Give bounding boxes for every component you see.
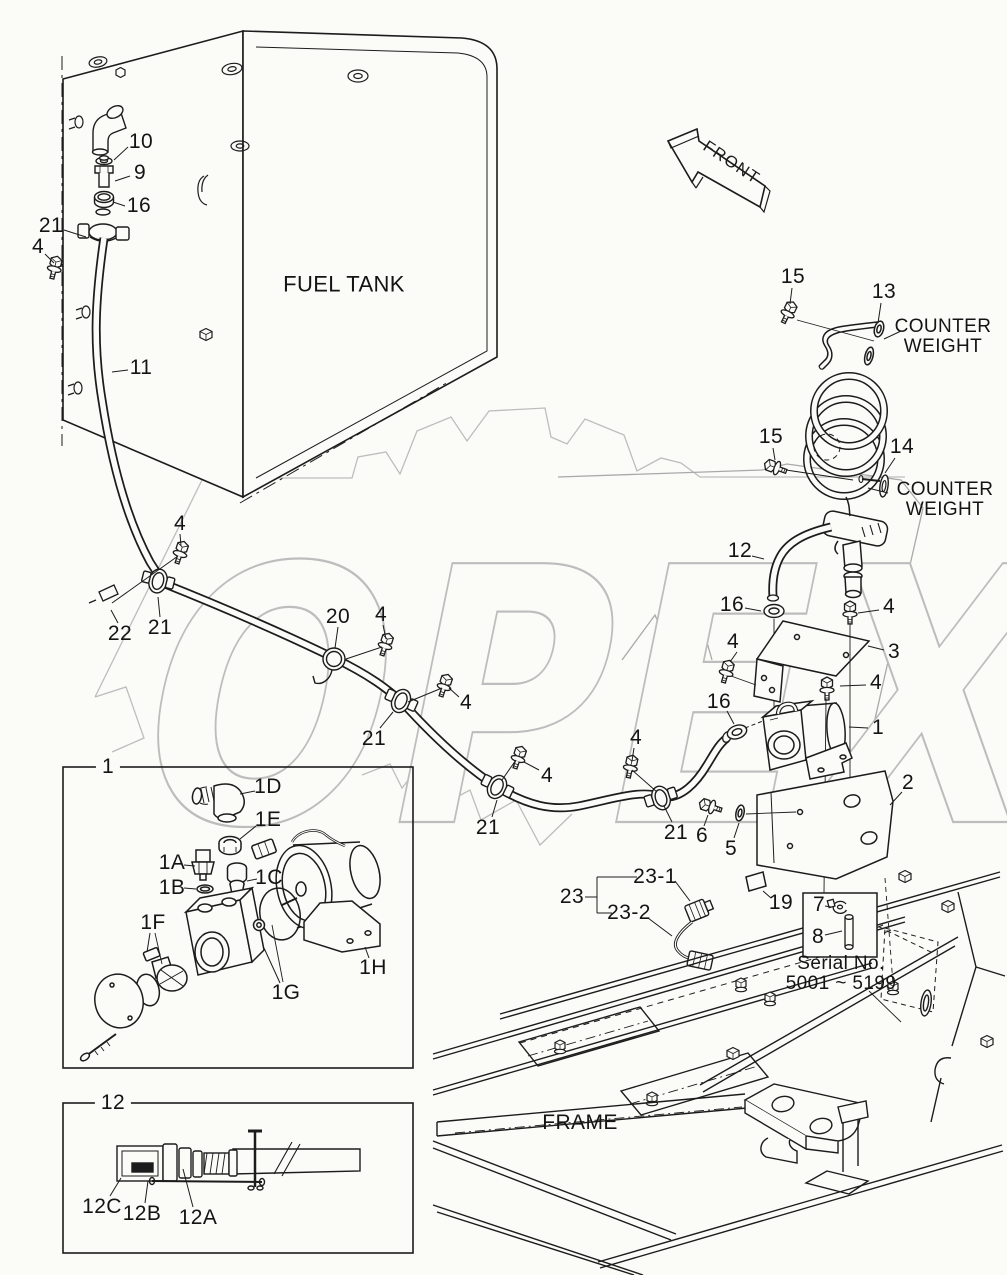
grommet-16-pipe [763, 603, 785, 619]
leader-line [751, 555, 765, 560]
leader-line [789, 287, 793, 305]
leader-line [867, 487, 889, 494]
leader-line [379, 711, 394, 729]
leader-line [729, 651, 738, 663]
gear-watermark-outline [94, 407, 905, 698]
leader-line [182, 1168, 194, 1208]
frame-beam [436, 1093, 748, 1137]
bolt-6-washer-5 [696, 795, 797, 822]
bolt-4-tank [44, 253, 65, 282]
inset-nozzle-detail [62, 1102, 414, 1254]
leader-line [703, 814, 709, 827]
nozzle-pipe [232, 1148, 361, 1175]
hose-clamp-21-top [77, 223, 130, 242]
leader-line [744, 607, 762, 612]
leader-line [631, 747, 635, 762]
gun-body-12c [116, 1145, 164, 1182]
connector-23-1 [684, 898, 715, 923]
leader-line [883, 330, 902, 340]
leader-line [877, 302, 882, 324]
bracket-1h [303, 900, 381, 953]
leader-line [726, 710, 735, 725]
leader-line [889, 791, 903, 806]
leader-line [44, 253, 55, 264]
stud-22 [88, 584, 119, 604]
elbow-fitting [92, 109, 127, 153]
pump-mount-plate-2 [696, 770, 894, 985]
leader-line [857, 609, 880, 614]
leader-line [448, 687, 460, 698]
leader-line [114, 175, 131, 182]
leader-line [523, 761, 540, 771]
leader-line [334, 626, 339, 649]
fuel-pump-1 [760, 699, 853, 780]
fuel-gun [821, 496, 889, 599]
oring-1b [196, 884, 214, 894]
fuel-suction-fitting-stack [44, 105, 130, 282]
couplings-12b-12a [162, 1143, 238, 1182]
hose-top-end [95, 208, 111, 216]
leader-line [491, 799, 498, 818]
front-arrow: FRONT [666, 127, 771, 214]
clip-7 [826, 898, 848, 914]
counterweight-hook-13 [776, 298, 885, 370]
hose-clamps-and-bolts [88, 538, 769, 816]
leader-line [848, 726, 869, 729]
elbow-1d [191, 783, 245, 823]
leader-line [824, 905, 832, 908]
leader-line [183, 864, 196, 867]
leader-line [867, 645, 885, 651]
leader-line [109, 1177, 122, 1197]
leader-line [111, 369, 129, 373]
frame-plate-a [517, 1006, 661, 1067]
leader-line [179, 533, 182, 547]
leader-line [157, 596, 161, 618]
leader-line [382, 624, 387, 640]
bolt-15-b [761, 456, 790, 479]
fitting-1a [191, 849, 215, 881]
leader-line [144, 1180, 149, 1204]
frame-plate-b [619, 1052, 770, 1116]
frame-diagonal-support [699, 936, 959, 1093]
leader-line [824, 930, 843, 936]
leader-line [239, 790, 256, 795]
leader-line [762, 890, 772, 899]
pump-body-block [183, 886, 265, 976]
nipple-9 [94, 165, 114, 188]
pad-19 [745, 871, 767, 892]
leader-line [239, 825, 257, 840]
pump-mount-bracket-3 [715, 600, 871, 894]
frame-right-panel [837, 891, 1006, 1123]
p-clip-20 [312, 647, 346, 685]
bolt-15-a [776, 298, 801, 327]
pin-8 [844, 914, 854, 950]
leader-line [183, 887, 197, 890]
leader-line [63, 229, 87, 238]
leader-line [112, 201, 126, 207]
serial-detail-box [802, 892, 902, 1023]
leader-line [110, 609, 119, 624]
leader-line [113, 146, 129, 161]
cover-parts-1f [79, 946, 188, 1062]
leader-line [364, 946, 370, 959]
tank-filler-caps [88, 56, 369, 152]
frame-drawing [432, 869, 1006, 1275]
leader-line [733, 822, 740, 839]
leader-line [884, 457, 896, 474]
leader-lines-layer [44, 146, 903, 1208]
leader-line [146, 932, 151, 953]
leader-line [263, 947, 281, 984]
nut-1e [218, 835, 242, 856]
leader-line [246, 878, 258, 882]
leader-line [674, 880, 691, 902]
leader-line [663, 805, 673, 823]
leader-line [647, 917, 673, 937]
leader-line [772, 447, 776, 461]
tank-bosses [67, 115, 91, 396]
clevis-block [743, 1083, 865, 1164]
inset-pump-detail [62, 766, 414, 1069]
leader-line [839, 684, 867, 687]
fuel-tank-drawing [61, 29, 498, 504]
